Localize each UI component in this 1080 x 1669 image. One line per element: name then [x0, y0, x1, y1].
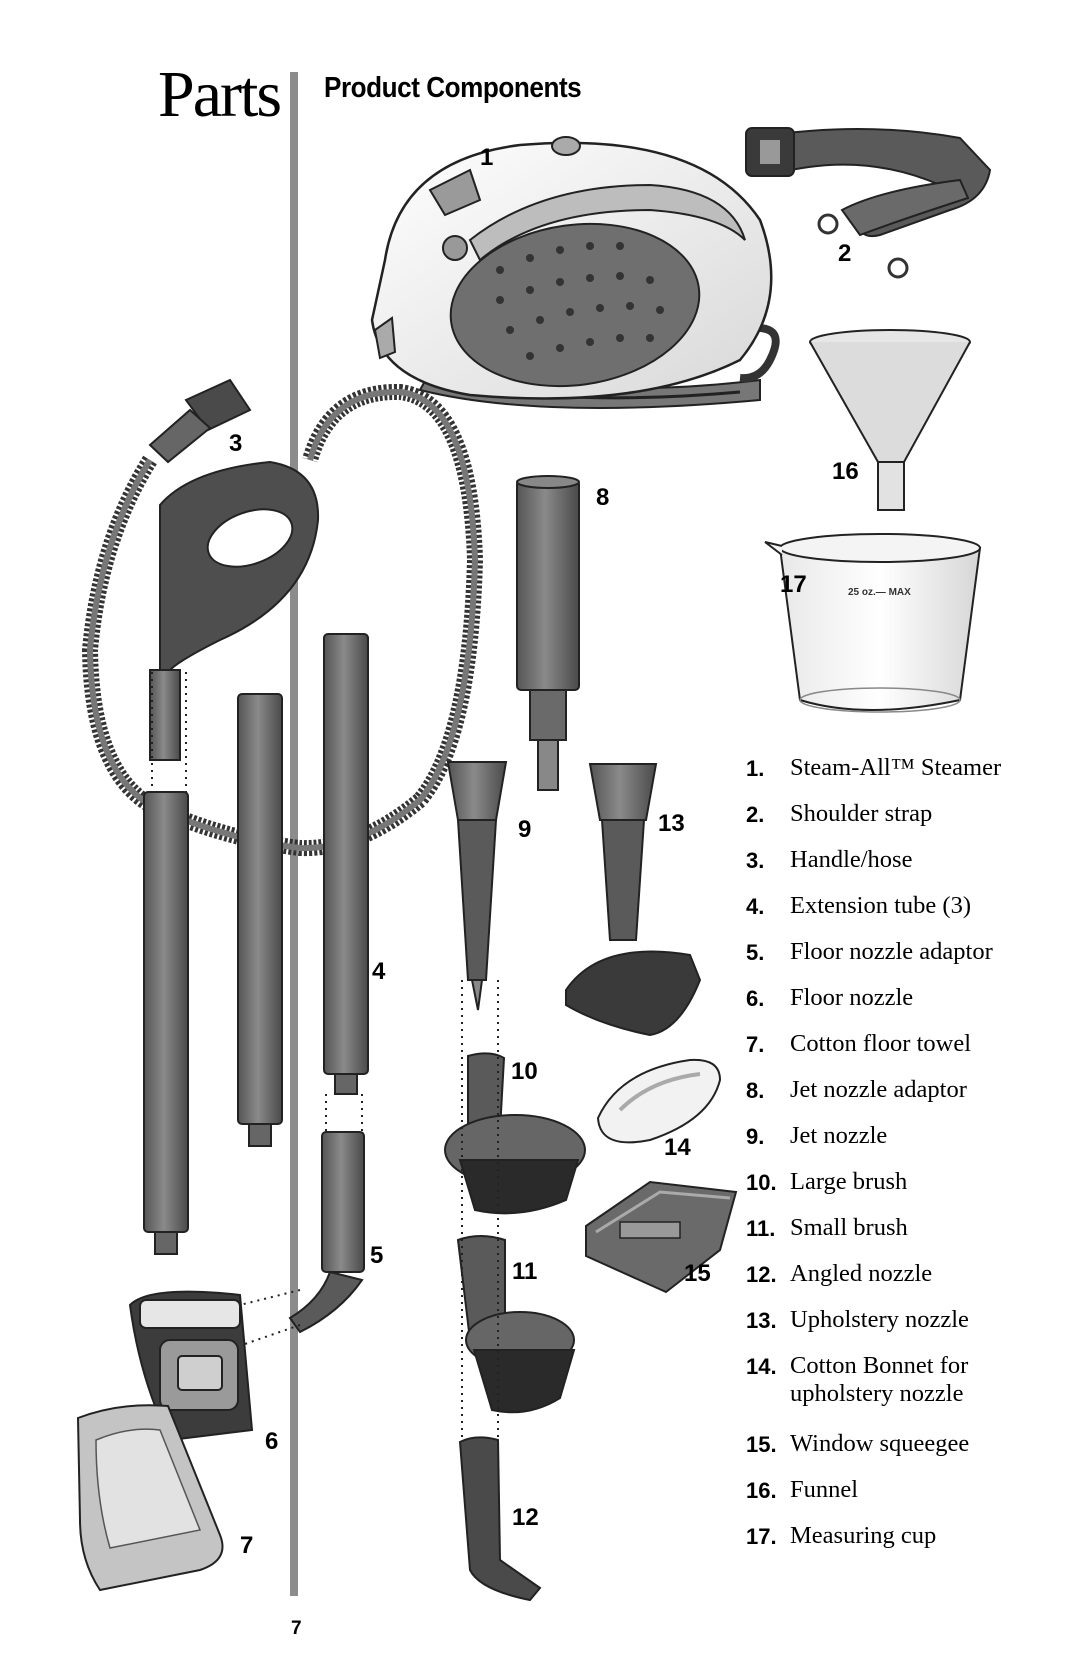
extension-tubes-illustration: [143, 633, 369, 1255]
callout-label-14: 14: [664, 1134, 691, 1161]
large-brush-illustration: [444, 1052, 586, 1215]
part-number: 8.: [746, 1078, 765, 1103]
part-number: 13.: [746, 1308, 777, 1333]
cotton-bonnet-illustration: [596, 1058, 722, 1144]
part-number: 6.: [746, 986, 765, 1011]
measuring-cup-illustration: 25 oz.— MAX: [764, 533, 982, 713]
callout-label-2: 2: [838, 240, 852, 267]
part-number: 2.: [746, 802, 765, 827]
part-name: Floor nozzle: [790, 984, 914, 1011]
part-name: Angled nozzle: [790, 1260, 933, 1287]
window-squeegee-illustration: [585, 1180, 738, 1294]
part-name: Small brush: [790, 1214, 908, 1241]
steamer-illustration: [370, 136, 780, 409]
callout-label-10: 10: [511, 1058, 538, 1085]
callout-label-13: 13: [658, 810, 685, 837]
part-number: 10.: [746, 1170, 777, 1195]
callout-label-4: 4: [372, 958, 386, 985]
part-number: 16.: [746, 1478, 777, 1503]
jet-nozzle-illustration: [446, 761, 508, 1011]
part-name: Measuring cup: [790, 1522, 937, 1549]
funnel-illustration: [809, 329, 971, 511]
shoulder-strap-illustration: [745, 127, 992, 279]
part-name: Jet nozzle: [790, 1122, 888, 1149]
upholstery-nozzle-illustration: [565, 763, 702, 1037]
part-name: Steam-All™ Steamer: [790, 754, 1002, 781]
page-number: 7: [291, 1618, 302, 1639]
part-number: 17.: [746, 1524, 777, 1549]
jet-nozzle-adaptor-illustration: [516, 475, 580, 791]
cotton-floor-towel-illustration: [76, 1404, 224, 1592]
part-name: Funnel: [790, 1476, 859, 1503]
part-name: Floor nozzle adaptor: [790, 938, 993, 965]
section-title: Parts: [158, 58, 282, 131]
callout-label-9: 9: [518, 816, 532, 843]
part-name: Cotton floor towel: [790, 1030, 972, 1057]
callout-label-15: 15: [684, 1260, 711, 1287]
part-number: 12.: [746, 1262, 777, 1287]
part-number: 14.: [746, 1354, 777, 1379]
part-name: Large brush: [790, 1168, 908, 1195]
callout-label-17: 17: [780, 571, 807, 598]
divider-bar: [290, 72, 298, 1596]
part-name: Jet nozzle adaptor: [790, 1076, 967, 1103]
part-number: 7.: [746, 1032, 765, 1057]
part-name: Shoulder strap: [790, 800, 933, 827]
callout-label-5: 5: [370, 1242, 384, 1269]
part-number: 5.: [746, 940, 765, 965]
assembly-guide-lines: [151, 672, 499, 1440]
part-number: 4.: [746, 894, 765, 919]
floor-nozzle-adaptor-illustration: [288, 1131, 365, 1334]
part-name: Window squeegee: [790, 1430, 970, 1457]
part-name: Upholstery nozzle: [790, 1306, 969, 1333]
callout-label-8: 8: [596, 484, 610, 511]
part-name: Cotton Bonnet for upholstery nozzle: [790, 1352, 969, 1407]
callout-label-16: 16: [832, 458, 859, 485]
floor-nozzle-illustration: [128, 1290, 254, 1442]
callout-label-6: 6: [265, 1428, 279, 1455]
callout-label-1: 1: [480, 144, 494, 171]
callout-label-3: 3: [229, 430, 243, 457]
part-name: Handle/hose: [790, 846, 913, 873]
part-number: 15.: [746, 1432, 777, 1457]
part-name: Extension tube (3): [790, 892, 971, 919]
product-components-heading: Product Components: [324, 72, 582, 104]
part-number: 11.: [746, 1216, 776, 1241]
part-number: 9.: [746, 1124, 765, 1149]
part-number: 1.: [746, 756, 765, 781]
callout-label-7: 7: [240, 1532, 254, 1559]
cup-measure-marking: 25 oz.— MAX: [848, 587, 911, 598]
angled-nozzle-illustration: [458, 1436, 542, 1602]
callout-label-12: 12: [512, 1504, 539, 1531]
callout-label-11: 11: [512, 1258, 538, 1285]
part-number: 3.: [746, 848, 765, 873]
